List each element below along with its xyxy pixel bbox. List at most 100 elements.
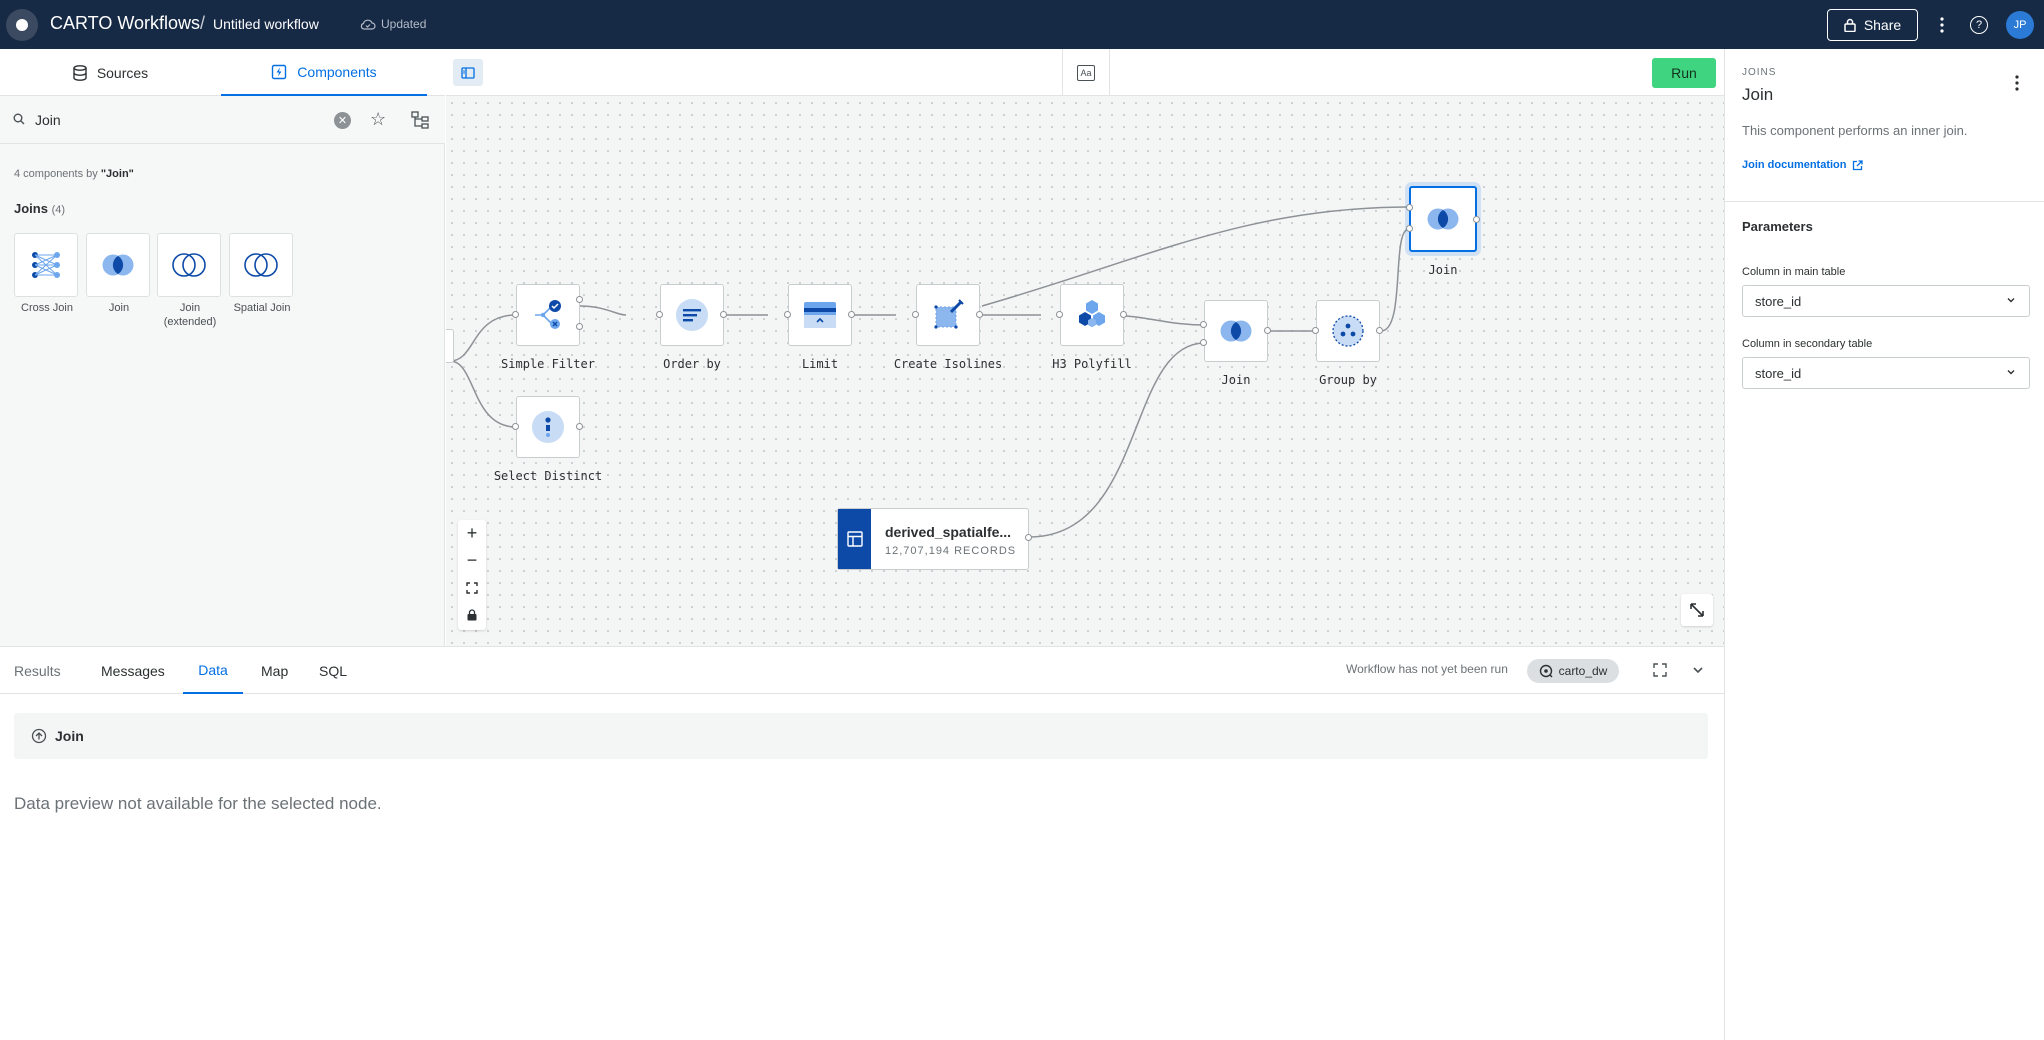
result-count: 4 components by "Join" — [14, 168, 134, 180]
tab-results[interactable]: Results — [14, 662, 61, 679]
component-tile[interactable] — [229, 233, 293, 297]
output-port[interactable] — [1120, 311, 1127, 318]
component-spatial-join[interactable]: Spatial Join — [229, 233, 295, 315]
fit-view-button[interactable] — [458, 574, 486, 601]
source-node[interactable]: derived_spatialfe... 12,707,194 RECORDS — [837, 508, 1029, 570]
node-label: Simple Filter — [501, 357, 595, 371]
tab-sources[interactable]: Sources — [0, 49, 221, 96]
node-label: Order by — [663, 357, 721, 371]
chevron-down-icon — [2007, 298, 2015, 303]
save-status-label: Updated — [381, 17, 427, 31]
output-port[interactable] — [576, 423, 583, 430]
search-icon — [13, 113, 25, 125]
workflow-name[interactable]: Untitled workflow — [213, 16, 319, 32]
input-port[interactable] — [1200, 321, 1207, 328]
carto-logo[interactable] — [6, 9, 38, 41]
expand-canvas-button[interactable] — [1681, 594, 1713, 626]
output-port[interactable] — [576, 296, 583, 303]
input-port[interactable] — [512, 423, 519, 430]
connection-edges — [449, 206, 1410, 538]
more-options-icon[interactable] — [2011, 73, 2023, 93]
input-port[interactable] — [1406, 225, 1413, 232]
node-group-by[interactable] — [1316, 300, 1380, 362]
tab-map[interactable]: Map — [261, 662, 289, 679]
component-join[interactable]: Join — [86, 233, 152, 315]
zoom-out-button[interactable]: − — [466, 550, 478, 570]
field-label-main-column: Column in main table — [1742, 266, 1846, 278]
main-column-value: store_id — [1755, 293, 1802, 309]
input-port[interactable] — [512, 311, 519, 318]
output-port[interactable] — [1376, 327, 1383, 334]
output-port[interactable] — [976, 311, 983, 318]
output-port[interactable] — [1473, 216, 1480, 223]
tab-components[interactable]: Components — [221, 49, 427, 96]
share-button[interactable]: Share — [1827, 9, 1918, 41]
user-avatar[interactable]: JP — [2006, 11, 2034, 39]
input-port[interactable] — [656, 311, 663, 318]
favorites-star-icon[interactable]: ☆ — [370, 109, 387, 129]
workflow-canvas[interactable]: Aa Run Simple Filter Select Distinct Ord… — [446, 49, 1724, 646]
node-simple-filter[interactable] — [516, 284, 580, 346]
component-tile[interactable] — [14, 233, 78, 297]
search-input[interactable] — [35, 109, 315, 131]
node-join-1[interactable] — [1204, 300, 1268, 362]
isoline-icon — [934, 299, 964, 329]
node-order-by[interactable] — [660, 284, 724, 346]
panel-toggle-icon[interactable] — [453, 59, 483, 86]
input-port[interactable] — [784, 311, 791, 318]
main-column-select[interactable]: store_id — [1742, 285, 2030, 317]
component-title: Join — [1742, 85, 1774, 104]
node-label: H3 Polyfill — [1052, 357, 1132, 371]
fullscreen-icon[interactable] — [1652, 662, 1668, 678]
lock-icon — [467, 608, 477, 620]
cross-join-icon — [32, 252, 60, 278]
component-description: This component performs an inner join. — [1742, 123, 1968, 138]
connection-chip[interactable]: carto_dw — [1527, 659, 1619, 683]
breadcrumb-separator: / — [200, 13, 206, 33]
tab-messages[interactable]: Messages — [101, 662, 165, 679]
documentation-link[interactable]: Join documentation — [1742, 159, 1863, 171]
clear-search-icon[interactable]: ✕ — [334, 112, 351, 129]
node-h3-polyfill[interactable] — [1060, 284, 1124, 346]
component-tile[interactable] — [157, 233, 221, 297]
run-button[interactable]: Run — [1652, 58, 1716, 88]
component-label: Join (extended) — [163, 302, 217, 328]
component-join-extended[interactable]: Join (extended) — [157, 233, 223, 329]
chevron-down-icon[interactable] — [1690, 662, 1706, 678]
component-tile[interactable] — [86, 233, 150, 297]
node-select-distinct[interactable] — [516, 396, 580, 458]
input-port[interactable] — [912, 311, 919, 318]
node-create-isolines[interactable] — [916, 284, 980, 346]
lock-canvas-button[interactable] — [458, 601, 486, 628]
output-port[interactable] — [848, 311, 855, 318]
more-options-icon[interactable] — [1934, 12, 1950, 38]
results-tabs: Results Messages Data Map SQL Workflow h… — [0, 647, 1724, 694]
text-annotation-icon[interactable]: Aa — [1062, 49, 1110, 96]
help-icon[interactable]: ? — [1970, 16, 1988, 34]
tab-sql[interactable]: SQL — [319, 662, 348, 679]
input-port[interactable] — [1200, 339, 1207, 346]
output-port[interactable] — [720, 311, 727, 318]
results-panel: Results Messages Data Map SQL Workflow h… — [0, 646, 1724, 1040]
join-icon — [102, 254, 134, 276]
output-port[interactable] — [576, 323, 583, 330]
zoom-in-button[interactable]: + — [466, 523, 478, 543]
secondary-column-select[interactable]: store_id — [1742, 357, 2030, 389]
tab-data[interactable]: Data — [183, 647, 243, 694]
input-port[interactable] — [1056, 311, 1063, 318]
distinct-icon — [532, 411, 564, 443]
input-port[interactable] — [1312, 327, 1319, 334]
app-title[interactable]: CARTO Workflows — [50, 13, 201, 33]
output-port[interactable] — [1264, 327, 1271, 334]
result-count-prefix: 4 components by — [14, 168, 101, 180]
output-port[interactable] — [1025, 534, 1032, 541]
node-join-2[interactable] — [1409, 186, 1477, 252]
lock-icon — [1844, 18, 1856, 32]
tree-view-icon[interactable] — [411, 111, 429, 129]
node-collapse-handle[interactable] — [446, 329, 454, 363]
input-port[interactable] — [1406, 204, 1413, 211]
component-cross-join[interactable]: Cross Join — [14, 233, 80, 315]
secondary-column-value: store_id — [1755, 365, 1802, 381]
node-limit[interactable] — [788, 284, 852, 346]
documentation-link-label: Join documentation — [1742, 159, 1847, 171]
